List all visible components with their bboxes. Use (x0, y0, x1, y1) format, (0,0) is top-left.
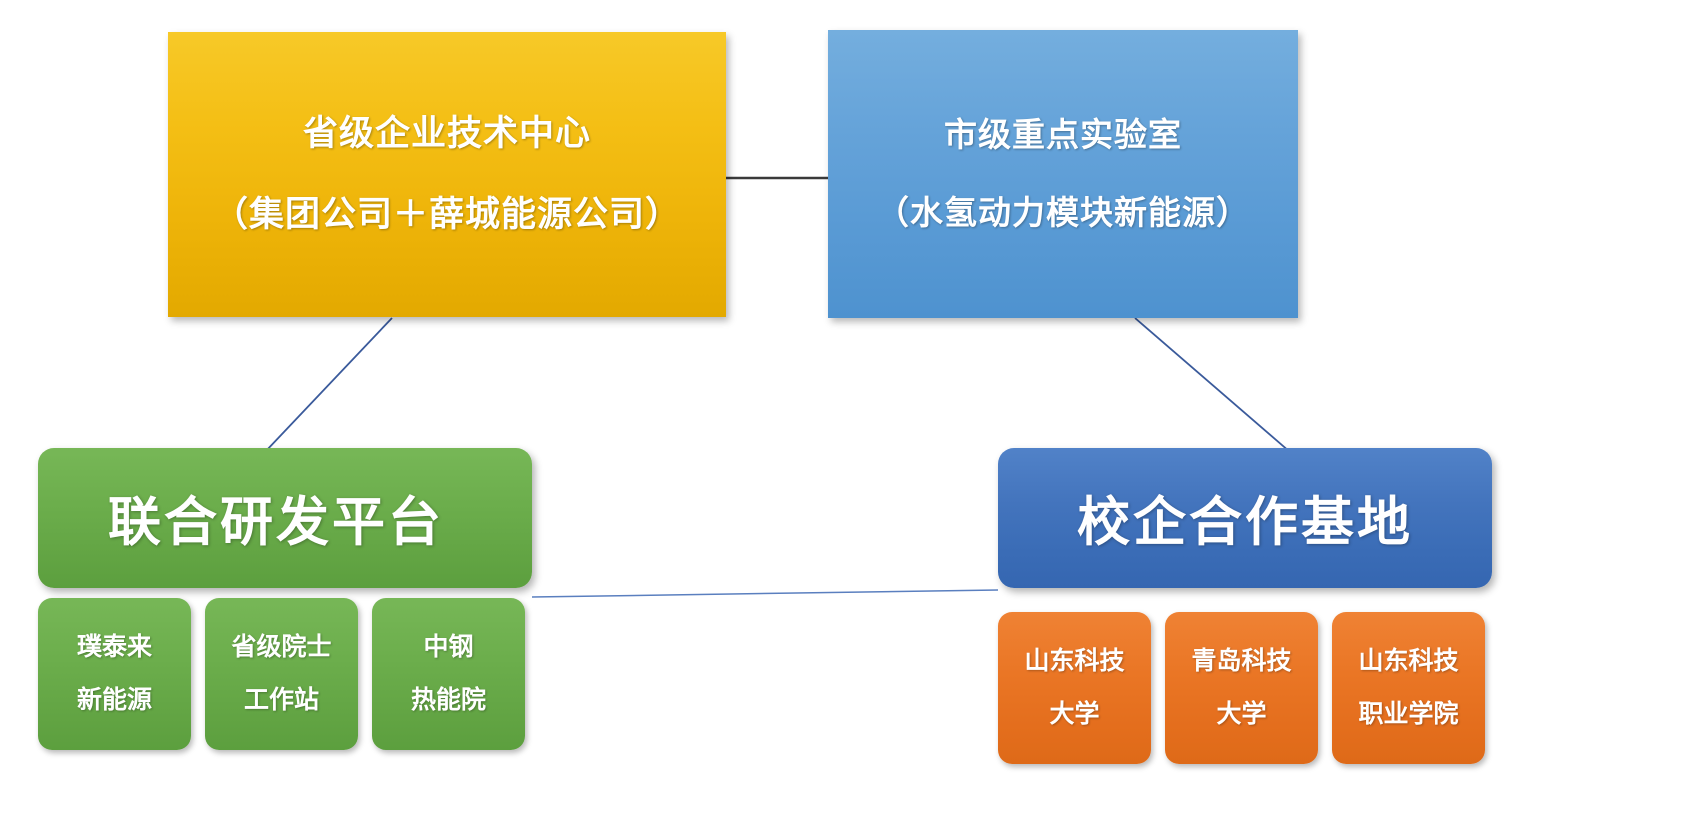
node-putailai-new-energy[interactable]: 璞泰来 新能源 (38, 598, 191, 750)
node-label-line2: 大学 (1049, 700, 1100, 728)
node-shandong-univ-science-technology[interactable]: 山东科技 大学 (998, 612, 1151, 764)
node-label-line1: 青岛科技 (1191, 646, 1292, 675)
node-joint-rd-platform[interactable]: 联合研发平台 (38, 448, 532, 588)
node-label-line1: 山东科技 (1358, 646, 1459, 675)
node-municipal-key-laboratory[interactable]: 市级重点实验室 （水氢动力模块新能源） (828, 30, 1298, 318)
node-label-line2: 新能源 (76, 686, 152, 714)
node-label-line2: 热能院 (410, 686, 486, 714)
node-title-line2: （水氢动力模块新能源） (876, 194, 1250, 231)
connector-center-to-joint-rd (264, 317, 393, 453)
node-provincial-academician-workstation[interactable]: 省级院士 工作站 (205, 598, 358, 750)
node-zhonggang-thermal-institute[interactable]: 中钢 热能院 (372, 598, 525, 750)
node-title-line1: 市级重点实验室 (944, 116, 1182, 154)
school-base-children-row: 山东科技 大学 青岛科技 大学 山东科技 职业学院 (998, 612, 1485, 764)
node-label-line1: 山东科技 (1024, 646, 1125, 675)
joint-rd-children-row: 璞泰来 新能源 省级院士 工作站 中钢 热能院 (38, 598, 525, 750)
node-title-line2: （集团公司＋薛城能源公司） (212, 194, 681, 234)
node-school-enterprise-base[interactable]: 校企合作基地 (998, 448, 1492, 588)
node-provincial-enterprise-tech-center[interactable]: 省级企业技术中心 （集团公司＋薛城能源公司） (168, 32, 726, 317)
connector-lab-to-school-base (1134, 317, 1291, 453)
node-label-line2: 工作站 (243, 686, 319, 714)
node-label-line2: 大学 (1216, 700, 1267, 728)
node-label: 联合研发平台 (108, 493, 444, 552)
node-label-line1: 中钢 (423, 632, 474, 661)
node-label-line2: 职业学院 (1358, 700, 1459, 728)
node-label-line1: 璞泰来 (76, 632, 152, 661)
node-qingdao-univ-science-technology[interactable]: 青岛科技 大学 (1165, 612, 1318, 764)
node-label-line1: 省级院士 (231, 632, 332, 661)
node-shandong-vocational-college[interactable]: 山东科技 职业学院 (1332, 612, 1485, 764)
connector-joint-rd-to-school-base (531, 589, 999, 598)
node-title-line1: 省级企业技术中心 (302, 114, 591, 154)
node-label: 校企合作基地 (1077, 493, 1413, 552)
